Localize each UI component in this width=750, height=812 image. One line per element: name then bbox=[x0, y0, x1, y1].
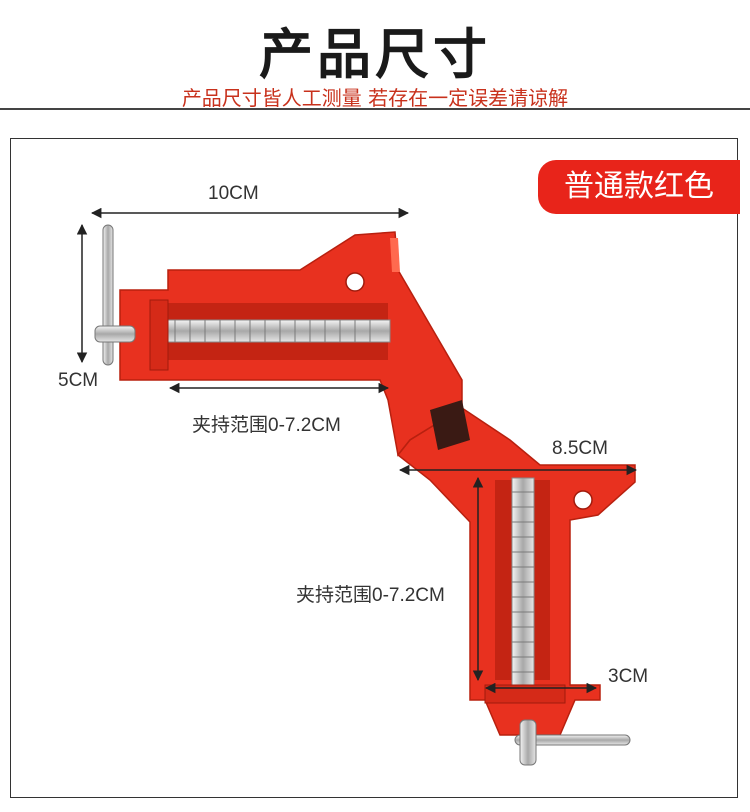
dim-top-width: 10CM bbox=[208, 183, 259, 204]
lower-mounting-hole bbox=[573, 490, 593, 510]
color-variant-badge: 普通款红色 bbox=[538, 160, 740, 214]
upper-t-handle bbox=[94, 224, 136, 366]
upper-mounting-hole bbox=[345, 272, 365, 292]
dim-jaw-width: 3CM bbox=[608, 666, 649, 687]
dim-lower-width: 8.5CM bbox=[552, 438, 608, 459]
product-image-frame bbox=[10, 138, 738, 798]
dim-upper-clamp-range: 夹持范围0-7.2CM bbox=[192, 415, 341, 436]
lower-t-handle bbox=[514, 719, 631, 766]
page-subtitle: 产品尺寸皆人工测量 若存在一定误差请谅解 bbox=[181, 86, 569, 110]
lower-threaded-rod bbox=[511, 477, 535, 689]
dim-left-height: 5CM bbox=[58, 370, 99, 391]
upper-movable-jaw bbox=[149, 299, 169, 371]
dim-lower-clamp-range: 夹持范围0-7.2CM bbox=[296, 585, 445, 606]
upper-threaded-rod bbox=[164, 319, 391, 343]
header-divider bbox=[0, 108, 750, 110]
page-title: 产品尺寸 bbox=[259, 23, 491, 86]
